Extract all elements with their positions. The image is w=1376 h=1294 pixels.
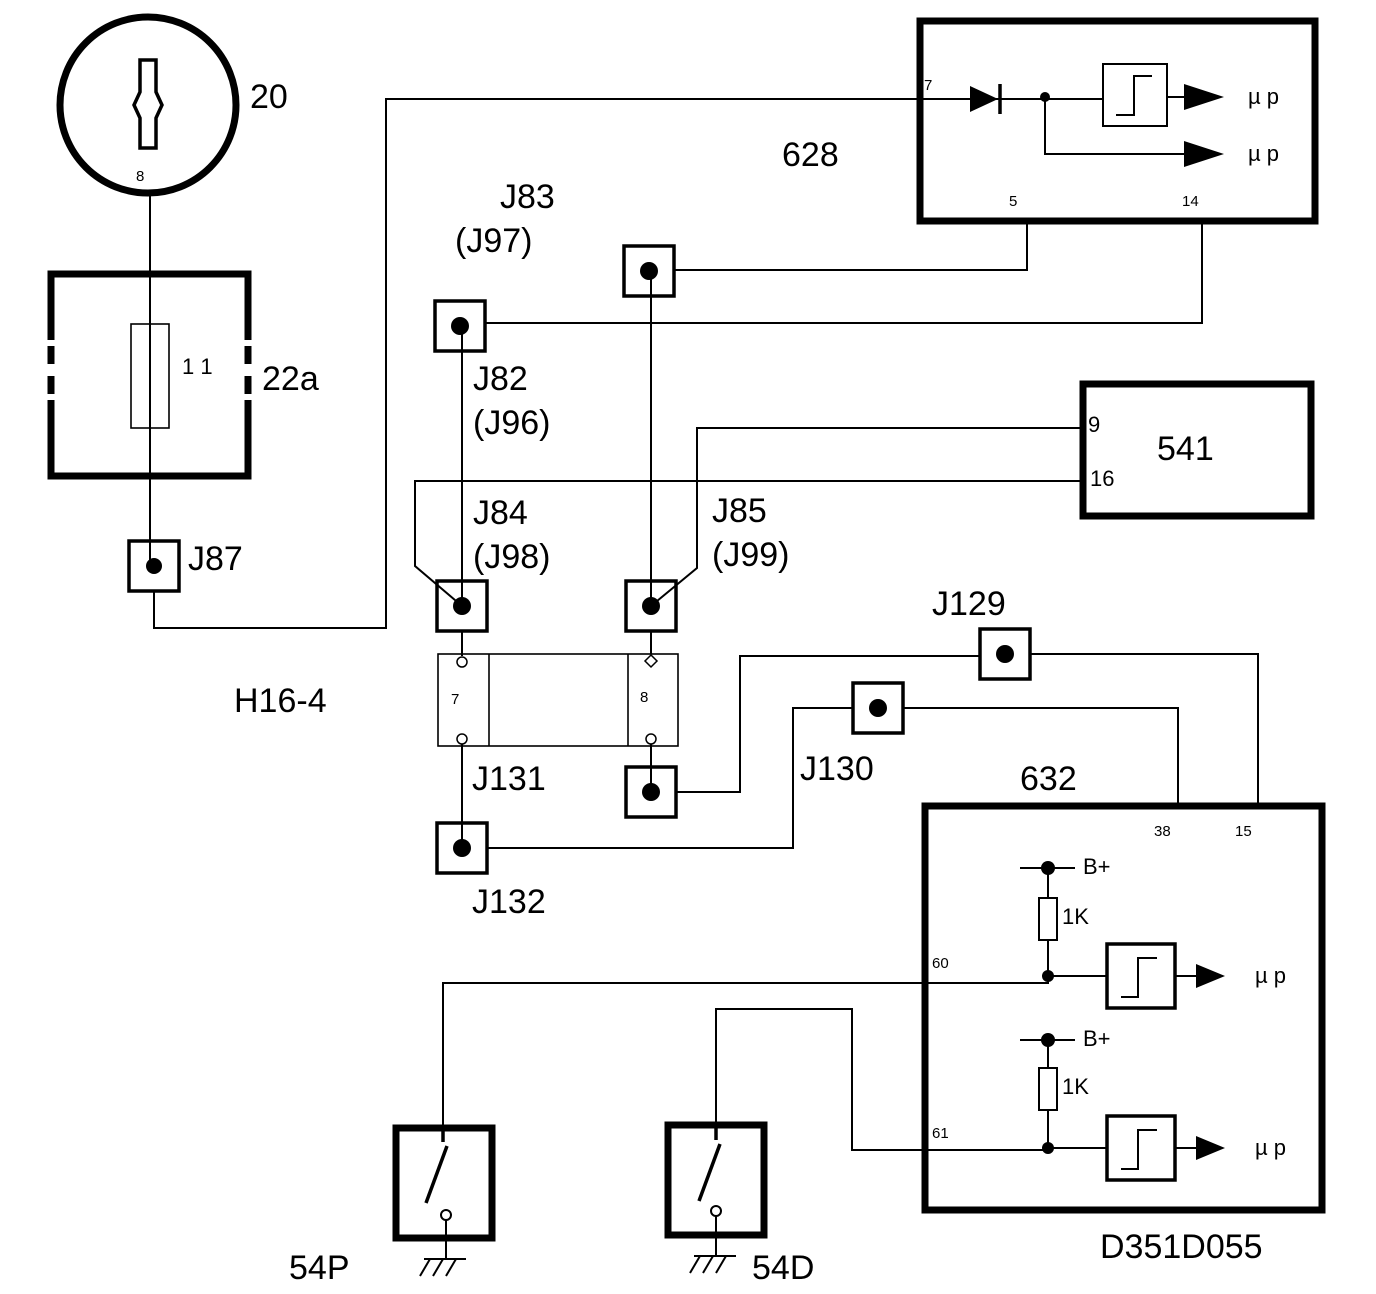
junction-j132: J132 [435, 821, 546, 921]
junction-j85: J85 (J99) [624, 492, 789, 633]
junction-j82-label: J82 [473, 360, 528, 398]
junction-j84-label: J84 [473, 494, 528, 532]
switch-54d-label: 54D [752, 1249, 814, 1287]
connector-h16-pin-7: 7 [451, 691, 459, 708]
switch-54p-label: 54P [289, 1249, 350, 1287]
component-628-pin-7: 7 [924, 77, 932, 94]
diagram-code: D351D055 [1100, 1228, 1263, 1266]
junction-j85-label: J85 [712, 492, 767, 530]
component-541-pin-16: 16 [1090, 466, 1114, 491]
component-632-out-2: µ p [1255, 1135, 1286, 1160]
component-632-pin-60: 60 [932, 955, 949, 972]
fuse-value: 1 1 [182, 354, 213, 379]
supply-bplus-2: B+ [1083, 1026, 1111, 1051]
component-628-label: 628 [782, 136, 839, 174]
junction-j98-label: (J98) [473, 538, 550, 576]
junction-j131-label: J131 [472, 760, 546, 798]
component-20: 8 20 [56, 13, 288, 197]
component-632-pin-61: 61 [932, 1125, 949, 1142]
component-628-pin-5: 5 [1009, 193, 1017, 210]
junction-j99-label: (J99) [712, 536, 789, 574]
resistor-1k-icon [1038, 1067, 1058, 1111]
component-632-pin-38: 38 [1154, 823, 1171, 840]
resistor-1k-icon [1038, 897, 1058, 941]
output-arrow-icon [1184, 84, 1224, 110]
junction-j129: J129 [932, 585, 1032, 681]
switch-54d: 54D [664, 1121, 814, 1287]
junction-j83: J83 (J97) [455, 178, 676, 298]
junction-j87-label: J87 [188, 540, 243, 578]
junction-j132-label: J132 [472, 883, 546, 921]
junction-j82: J82 (J96) [433, 299, 550, 442]
connector-h16-label: H16-4 [234, 682, 327, 720]
output-arrow-icon [1196, 1136, 1225, 1160]
junction-j97-label: (J97) [455, 222, 532, 260]
junction-j129-label: J129 [932, 585, 1006, 623]
component-541: 9 16 541 [1079, 380, 1315, 520]
component-20-pin: 8 [136, 168, 144, 185]
connector-h16-4: 7 8 H16-4 [234, 631, 679, 747]
component-541-label: 541 [1157, 430, 1214, 468]
component-632-label: 632 [1020, 760, 1077, 798]
component-628-pin-14: 14 [1182, 193, 1199, 210]
diode-icon [970, 86, 998, 112]
junction-j131: J131 [472, 760, 678, 819]
junction-j83-label: J83 [500, 178, 555, 216]
component-628-out-2: µ p [1248, 141, 1279, 166]
component-632-out-1: µ p [1255, 963, 1286, 988]
junction-j87: J87 [127, 539, 243, 593]
resistor-1k-label: 1K [1062, 1074, 1089, 1099]
junction-j96-label: (J96) [473, 404, 550, 442]
connector-h16-pin-8: 8 [640, 689, 648, 706]
resistor-1k-label: 1K [1062, 904, 1089, 929]
component-541-pin-9: 9 [1088, 412, 1100, 437]
component-22a: 1 1 22a [47, 270, 319, 480]
junction-j130-label: J130 [800, 750, 874, 788]
switch-54p: 54P [289, 1124, 496, 1287]
component-628-out-1: µ p [1248, 84, 1279, 109]
output-arrow-icon [1196, 964, 1225, 988]
component-632-pin-15: 15 [1235, 823, 1252, 840]
component-22a-label: 22a [262, 360, 319, 398]
junction-j130: J130 [800, 681, 905, 788]
supply-bplus-1: B+ [1083, 854, 1111, 879]
output-arrow-icon [1184, 141, 1224, 167]
component-628: 7 µ p µ p 5 14 628 [782, 17, 1319, 225]
component-20-label: 20 [250, 78, 288, 116]
component-632: 632 38 15 60 61 B+ 1K µ p B+ 1K µ p [921, 760, 1326, 1214]
junction-j84: J84 (J98) [435, 494, 550, 633]
